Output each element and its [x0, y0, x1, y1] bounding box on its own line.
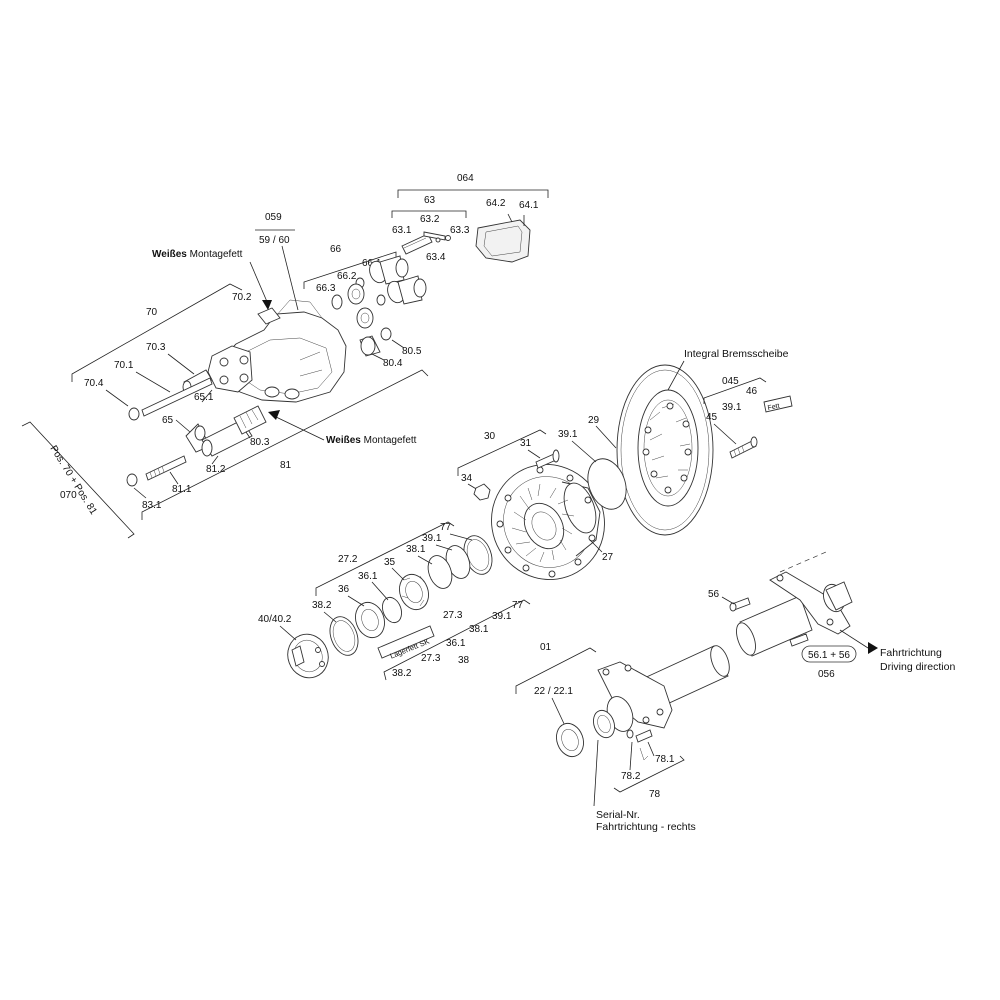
label-80-3: 80.3 — [250, 437, 270, 448]
label-40-40-2: 40/40.2 — [258, 614, 292, 625]
label-77-top: 77 — [440, 522, 452, 533]
label-64-2: 64.2 — [486, 198, 506, 209]
axle-tube — [736, 571, 853, 657]
label-30: 30 — [484, 431, 496, 442]
label-27-3-top: 27.3 — [443, 610, 463, 621]
label-22-22-1: 22 / 22.1 — [534, 686, 573, 697]
hub-cap — [287, 633, 329, 679]
label-80-5: 80.5 — [402, 346, 422, 357]
label-045: 045 — [722, 376, 739, 387]
label-77-bottom: 77 — [512, 600, 524, 611]
label-70-1: 70.1 — [114, 360, 134, 371]
label-38-2-bottom: 38.2 — [392, 668, 412, 679]
seal-ring-part — [587, 458, 627, 510]
bearing-parts — [329, 535, 493, 656]
label-70-4: 70.4 — [84, 378, 104, 389]
label-78-2: 78.2 — [621, 771, 641, 782]
label-27-3-bottom: 27.3 — [421, 653, 441, 664]
label-056: 056 — [818, 669, 835, 680]
label-66: 66 — [330, 244, 342, 255]
label-56-1-56-box: 56.1 + 56 — [801, 645, 857, 663]
label-63: 63 — [424, 195, 436, 206]
brake-disc — [616, 364, 714, 536]
label-65-1: 65.1 — [194, 392, 214, 403]
label-39-1-bearing: 39.1 — [422, 533, 442, 544]
label-70-2: 70.2 — [232, 292, 252, 303]
label-38: 38 — [458, 655, 470, 666]
label-01: 01 — [540, 642, 552, 653]
label-63-2: 63.2 — [420, 214, 440, 225]
label-weisses-montagefett-bottom: Weißes Montagefett — [326, 435, 417, 446]
label-64-1: 64.1 — [519, 200, 539, 211]
svg-text:Fett: Fett — [767, 403, 780, 412]
label-63-4: 63.4 — [426, 252, 446, 263]
brake-pad-group — [391, 189, 549, 263]
label-81-2: 81.2 — [206, 464, 226, 475]
label-27: 27 — [602, 552, 614, 563]
label-34: 34 — [461, 473, 473, 484]
wheel-hub — [491, 464, 605, 580]
label-059: 059 — [265, 212, 282, 223]
label-fahrtrichtung: Fahrtrichtung — [880, 647, 942, 659]
label-56: 56 — [708, 589, 720, 600]
label-070: 070 — [60, 490, 77, 501]
label-integral-bremsscheibe: Integral Bremsscheibe — [684, 348, 789, 360]
brake-pad-part — [475, 219, 531, 263]
label-65: 65 — [162, 415, 174, 426]
fett-tag: Fett — [763, 395, 793, 413]
label-31: 31 — [520, 438, 532, 449]
label-36-1-top: 36.1 — [358, 571, 378, 582]
label-66-2: 66.2 — [337, 271, 357, 282]
label-80-4: 80.4 — [383, 358, 403, 369]
driving-direction-arrow-icon — [868, 642, 878, 654]
label-78: 78 — [649, 789, 661, 800]
svg-text:56.1 + 56: 56.1 + 56 — [808, 650, 850, 661]
label-81-1: 81.1 — [172, 484, 192, 495]
label-36: 36 — [338, 584, 350, 595]
label-59-60: 59 / 60 — [259, 235, 290, 246]
label-35: 35 — [384, 557, 396, 568]
label-46: 46 — [746, 386, 758, 397]
label-driving-direction: Driving direction — [880, 661, 955, 673]
label-39-1-hub: 39.1 — [558, 429, 578, 440]
axle-spindle — [593, 645, 730, 739]
tappet-parts — [331, 255, 427, 357]
label-064: 064 — [457, 173, 474, 184]
label-78-1: 78.1 — [655, 754, 675, 765]
label-fahrtrichtung-rechts: Fahrtrichtung - rechts — [596, 821, 696, 833]
label-70: 70 — [146, 307, 158, 318]
label-81: 81 — [280, 460, 292, 471]
caliper-body — [207, 299, 347, 403]
label-63-1: 63.1 — [392, 225, 412, 236]
label-serial-nr: Serial-Nr. — [596, 809, 640, 821]
label-38-1-top: 38.1 — [406, 544, 426, 555]
label-29: 29 — [588, 415, 600, 426]
label-39-1-bottom: 39.1 — [492, 611, 512, 622]
label-27-2: 27.2 — [338, 554, 358, 565]
label-pos70-pos81: Pos. 70 + Pos. 81 — [47, 444, 99, 517]
label-39-1-top: 39.1 — [722, 402, 742, 413]
label-83-1: 83.1 — [142, 500, 162, 511]
label-70-3: 70.3 — [146, 342, 166, 353]
label-63-3: 63.3 — [450, 225, 470, 236]
lock-nut — [556, 722, 584, 758]
label-36-1-bottom: 36.1 — [446, 638, 466, 649]
pad-retainer-part — [401, 233, 433, 255]
label-45: 45 — [706, 412, 718, 423]
label-38-1-bottom: 38.1 — [469, 624, 489, 635]
label-weisses-montagefett-top: Weißes Montagefett — [152, 249, 243, 260]
label-66-3: 66.3 — [316, 283, 336, 294]
label-38-2-top: 38.2 — [312, 600, 332, 611]
